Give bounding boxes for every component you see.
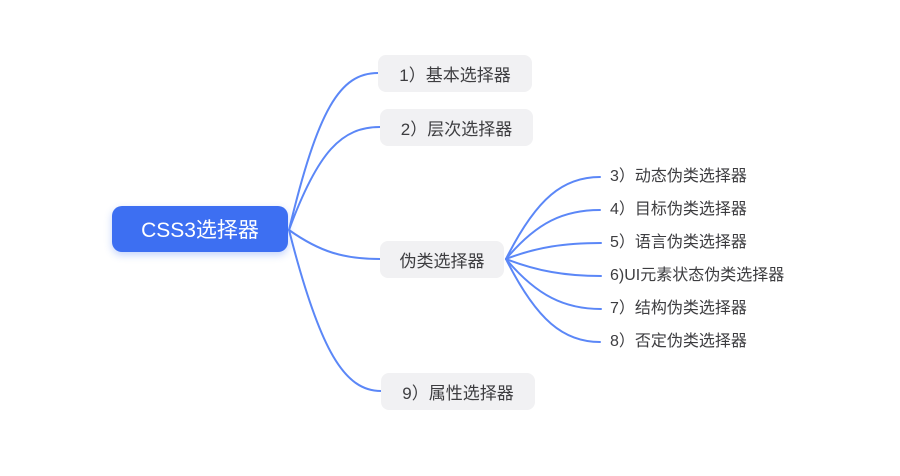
edge-pseudo-to-dynamic [505, 176, 601, 260]
edge-root-to-pseudo-class-selectors [288, 229, 381, 260]
mindmap-leaf-dynamic-pseudo-class[interactable]: 3）动态伪类选择器 [610, 168, 747, 185]
mindmap-leaf-language-pseudo-class[interactable]: 5）语言伪类选择器 [610, 234, 747, 251]
edge-pseudo-to-ui-state [505, 258, 602, 277]
edge-pseudo-to-language [505, 242, 602, 260]
mindmap-node-attribute-selectors[interactable]: 9）属性选择器 [381, 373, 535, 410]
edge-pseudo-to-target [505, 209, 601, 260]
mindmap-node-pseudo-class-selectors[interactable]: 伪类选择器 [380, 241, 504, 278]
mindmap-leaf-ui-state-pseudo-class[interactable]: 6)UI元素状态伪类选择器 [610, 267, 785, 284]
edge-root-to-attribute-selectors [288, 229, 382, 392]
mindmap-leaf-negation-pseudo-class[interactable]: 8）否定伪类选择器 [610, 333, 747, 350]
edge-root-to-hierarchy-selectors [288, 126, 381, 231]
mindmap-node-hierarchy-selectors[interactable]: 2）层次选择器 [380, 109, 533, 146]
mindmap-leaf-structural-pseudo-class[interactable]: 7）结构伪类选择器 [610, 300, 747, 317]
edge-pseudo-to-negation [505, 258, 601, 343]
mindmap-root-node[interactable]: CSS3选择器 [112, 206, 288, 252]
mindmap-leaf-target-pseudo-class[interactable]: 4）目标伪类选择器 [610, 201, 747, 218]
edge-pseudo-to-structural [505, 258, 602, 310]
edge-root-to-basic-selectors [288, 72, 379, 231]
mindmap-node-basic-selectors[interactable]: 1）基本选择器 [378, 55, 532, 92]
